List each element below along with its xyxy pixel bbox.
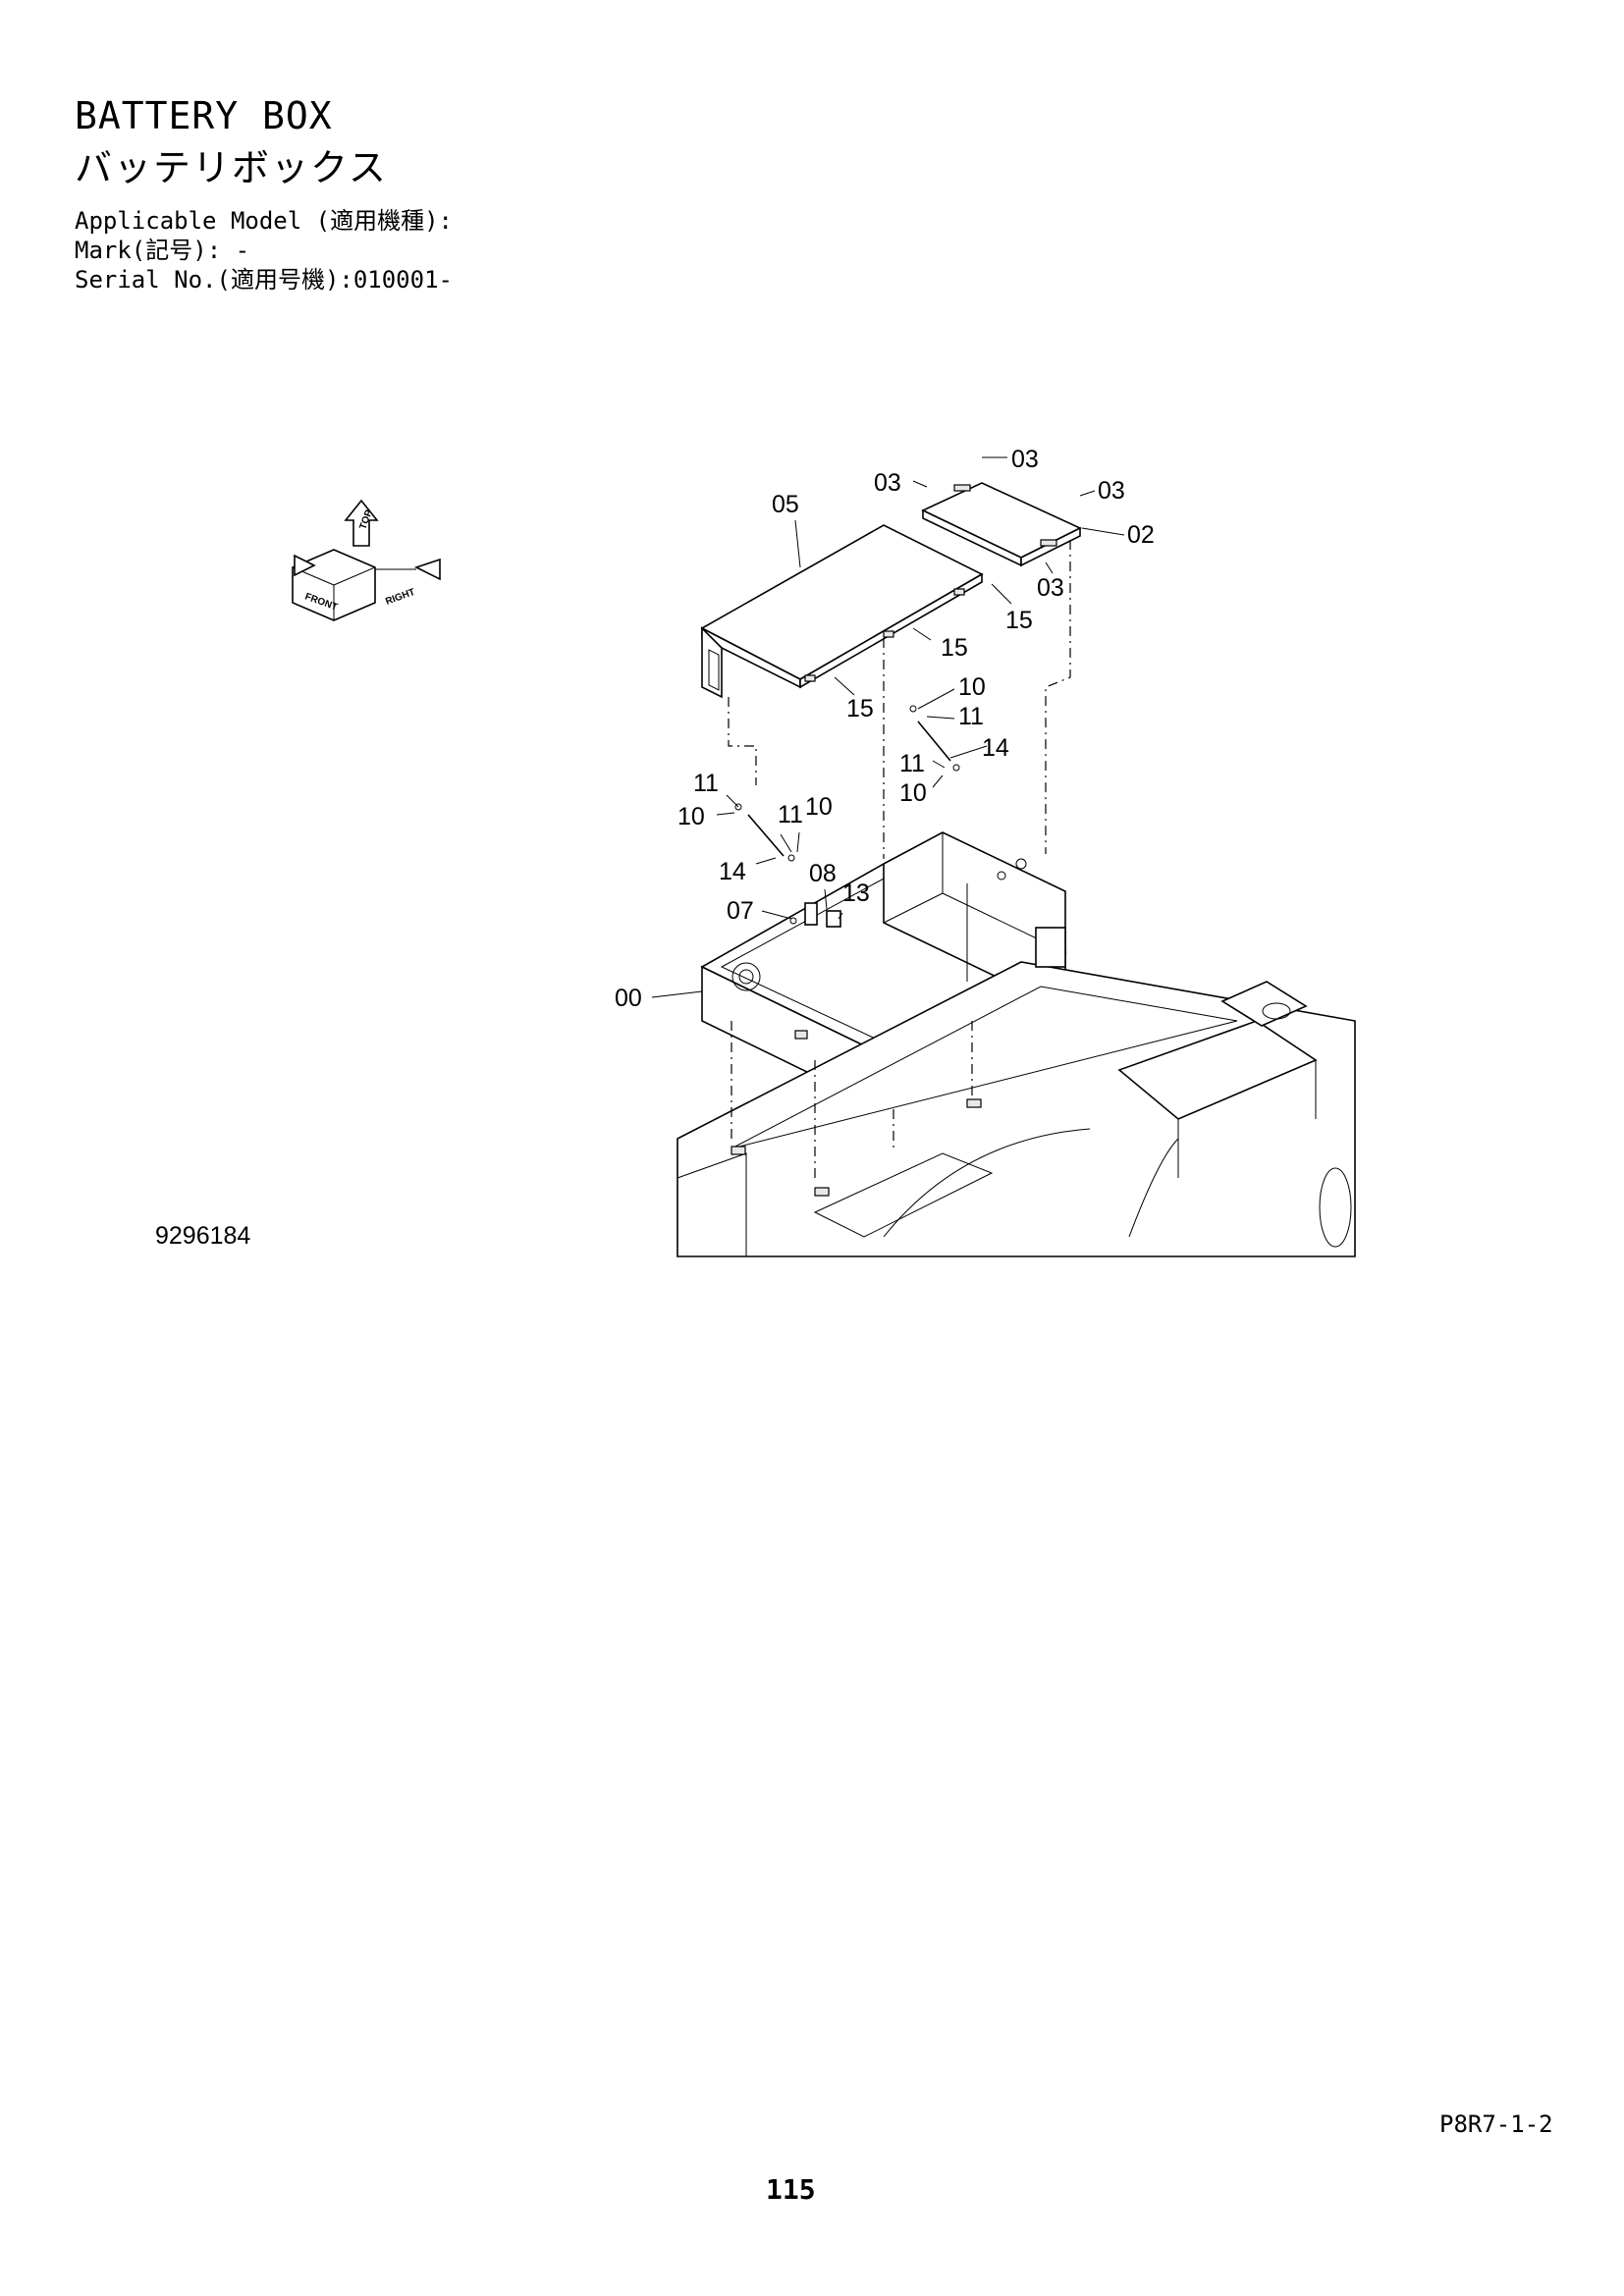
battery-box-lid-part [700, 524, 984, 699]
page-title-japanese: バッテリボックス [75, 146, 388, 189]
callout-03-bottom: 03 [1037, 574, 1064, 602]
callout-13: 13 [842, 880, 870, 907]
callout-15-middle: 15 [941, 634, 968, 662]
callout-11-right-lower: 11 [899, 750, 925, 777]
callout-11-left-lower: 11 [778, 801, 803, 828]
applicable-model-line: Applicable Model (適用機種): [75, 207, 453, 235]
callout-07: 07 [727, 897, 754, 925]
bracket-parts [789, 902, 841, 928]
mark-line: Mark(記号): - [75, 237, 250, 264]
callout-15-left: 15 [846, 695, 874, 722]
page-reference: P8R7-1-2 [1439, 2110, 1553, 2138]
callout-labels: 03 03 03 02 03 05 15 15 15 10 11 14 11 1… [615, 446, 1155, 1012]
callout-02: 02 [1127, 521, 1155, 549]
callout-10-right-lower: 10 [899, 779, 927, 807]
callout-14-left: 14 [719, 858, 746, 885]
callout-03-left: 03 [874, 469, 901, 497]
callout-15-right: 15 [1005, 607, 1033, 634]
callout-00: 00 [615, 985, 642, 1012]
callout-14-right: 14 [982, 734, 1009, 762]
callout-08: 08 [809, 860, 837, 887]
page-title-english: BATTERY BOX [75, 94, 333, 137]
assembly-lines [728, 540, 1071, 1178]
drawing-number: 9296184 [155, 1222, 251, 1250]
callout-11-left-upper: 11 [693, 770, 719, 797]
machine-frame [677, 927, 1356, 1257]
orientation-symbol-icon: FRONT RIGHT TOP [292, 499, 441, 621]
callout-05: 05 [772, 491, 799, 518]
small-cover-plate-part [921, 482, 1082, 567]
callout-10-left-lower: 10 [805, 793, 833, 821]
callout-03-top: 03 [1011, 446, 1039, 473]
callout-10-left-upper: 10 [677, 803, 705, 830]
leader-lines [651, 456, 1125, 998]
serial-number-line: Serial No.(適用号機):010001- [75, 266, 453, 294]
page-number: 115 [766, 2173, 816, 2206]
applicability-block: Applicable Model (適用機種): Mark(記号): - Ser… [75, 206, 453, 294]
callout-10-upper: 10 [958, 673, 986, 701]
orientation-right-label: RIGHT [384, 587, 416, 608]
stay-rod-parts [734, 705, 960, 862]
callout-11-upper: 11 [958, 703, 984, 730]
callout-03-right: 03 [1098, 477, 1125, 505]
